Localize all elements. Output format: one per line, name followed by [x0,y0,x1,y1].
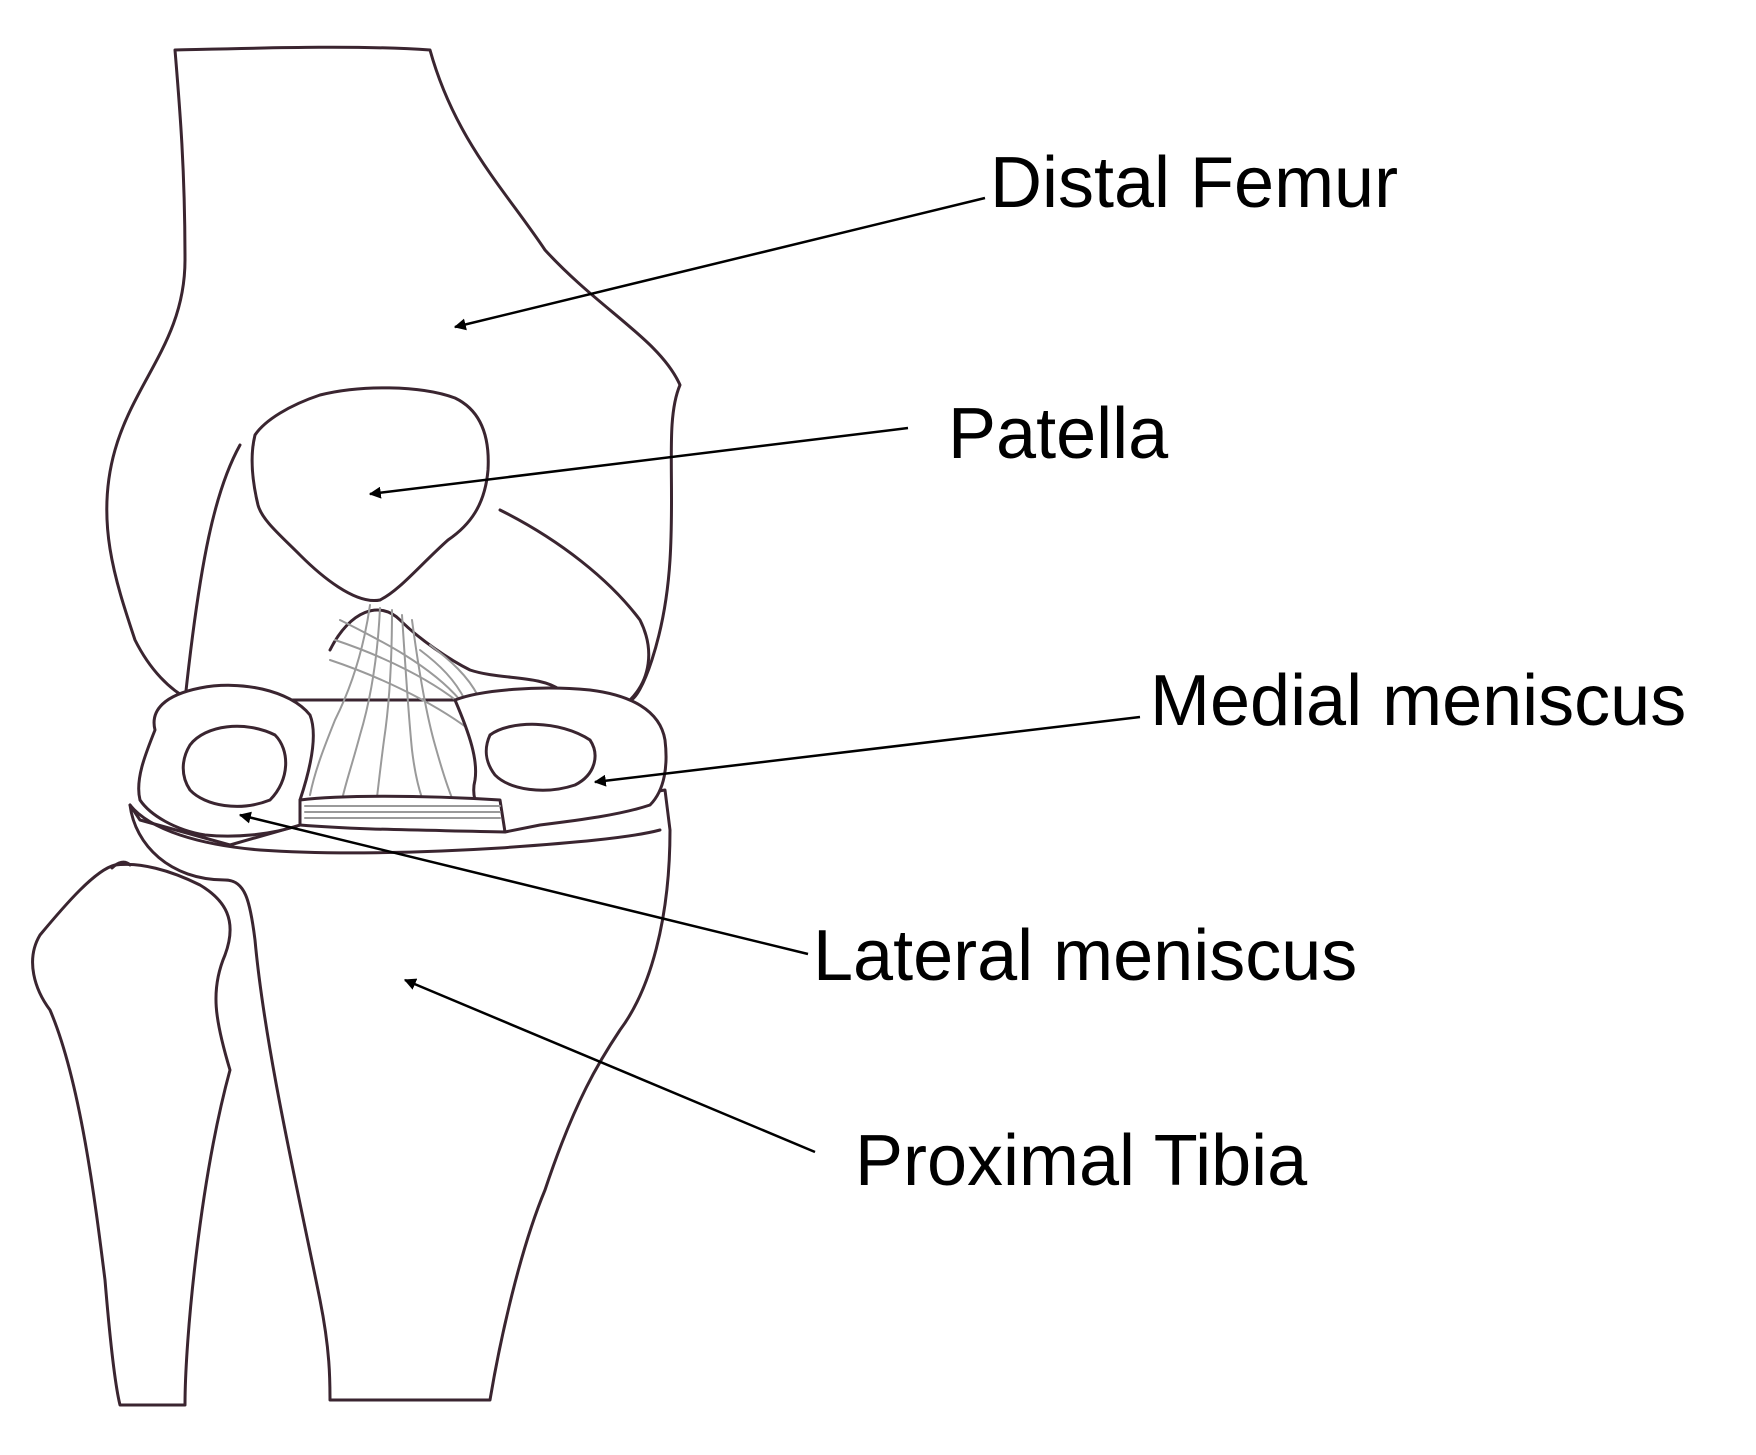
label-patella: Patella [948,394,1169,474]
label-medial-meniscus: Medial meniscus [1150,661,1686,741]
femur-outline [105,45,682,702]
label-lateral-meniscus: Lateral meniscus [813,916,1357,996]
transverse-ligament [298,794,507,834]
lateral-meniscus-inner [181,724,288,808]
femur-leader [453,196,986,331]
label-distal-femur: Distal Femur [990,143,1398,223]
cruciate-ligaments [309,604,479,806]
label-proximal-tibia: Proximal Tibia [855,1121,1308,1201]
medial-meniscus-outline [453,686,668,834]
lateral-meniscus-leader [238,811,809,956]
medial-meniscus-leader [593,715,1141,787]
medial-meniscus-inner [484,722,597,792]
condyle-notch-contour [183,443,242,702]
transverse-ligament-fibers [304,805,501,819]
fibula-head-notch [110,860,132,870]
tibia-outline [128,788,672,1402]
patella-leader [368,426,909,499]
tibia-leader [403,978,816,1154]
tibial-plateau-rim [128,803,662,855]
fibula-outline [31,862,232,1407]
medial-condyle-contour [498,508,651,702]
